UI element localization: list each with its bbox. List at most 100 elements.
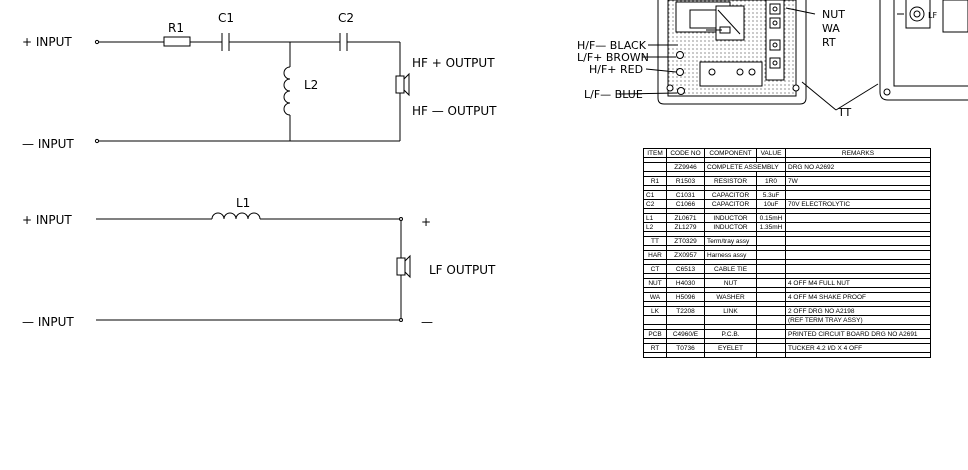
inductor-l2 xyxy=(283,66,291,116)
r1-label: R1 xyxy=(168,21,184,35)
bom-cell: CAPACITOR xyxy=(704,190,757,200)
pcb-assembly xyxy=(619,0,968,111)
bom-header-component: COMPONENT xyxy=(704,148,757,158)
bom-row: RT T0736 EYELET TUCKER 4.2 I/D X 4 OFF xyxy=(643,343,931,353)
hf-plus-input-label: + INPUT xyxy=(22,35,72,49)
bom-cell: TUCKER 4.2 I/D X 4 OFF xyxy=(785,343,931,353)
bom-cell xyxy=(756,250,786,260)
l1-label: L1 xyxy=(236,196,250,210)
bom-cell: WA xyxy=(643,292,667,302)
bom-cell: PCB xyxy=(643,329,667,339)
bom-cell: NUT xyxy=(643,278,667,288)
bom-cell xyxy=(785,236,931,246)
bom-cell: 10uF xyxy=(756,199,786,209)
bom-cell xyxy=(756,278,786,288)
hf-speaker xyxy=(395,75,405,94)
inductor-l1 xyxy=(211,212,261,220)
bom-cell xyxy=(756,264,786,274)
bom-cell: ZL0671 xyxy=(666,213,705,223)
rt-label: RT xyxy=(822,36,836,49)
bom-cell xyxy=(785,213,931,223)
bom-row: PCB C4960/E P.C.B. PRINTED CIRCUIT BOARD… xyxy=(643,329,931,339)
bom-row: CT C6513 CABLE TIE xyxy=(643,264,931,274)
bom-cell: C1031 xyxy=(666,190,705,200)
bom-cell: H5096 xyxy=(666,292,705,302)
bom-cell: NUT xyxy=(704,278,757,288)
bom-cell: (REF TERM TRAY ASSY) xyxy=(785,315,931,325)
lf-minus-label: — xyxy=(421,315,433,329)
bom-cell: RESISTOR xyxy=(704,176,757,186)
bom-row: TT ZT0329 Term/tray assy xyxy=(643,236,931,246)
bom-header-row: ITEM CODE NO COMPONENT VALUE REMARKS xyxy=(643,148,931,158)
bom-cell: R1503 xyxy=(666,176,705,186)
bom-cell: ZT0329 xyxy=(666,236,705,246)
lf-output-label: LF OUTPUT xyxy=(429,263,496,277)
bom-cell xyxy=(756,306,786,316)
bom-cell xyxy=(666,315,705,325)
bom-cell: 4 OFF M4 FULL NUT xyxy=(785,278,931,288)
l2-label: L2 xyxy=(304,78,318,92)
bom-header-item: ITEM xyxy=(643,148,667,158)
bom-cell: HAR xyxy=(643,250,667,260)
lf-brown-label: L/F+ BROWN xyxy=(577,51,649,64)
bom-cell xyxy=(785,250,931,260)
bom-cell xyxy=(756,343,786,353)
bill-of-materials-table: ITEM CODE NO COMPONENT VALUE REMARKS ZZ9… xyxy=(643,148,931,358)
bom-cell xyxy=(785,264,931,274)
bom-cell: ZZ9946 xyxy=(666,162,705,172)
bom-cell: 7W xyxy=(785,176,931,186)
bom-cell: C1 xyxy=(643,190,667,200)
bom-cell: DRG NO A2692 xyxy=(785,162,931,172)
lf-speaker xyxy=(396,257,406,276)
bom-cell xyxy=(643,162,667,172)
bom-header-code: CODE NO xyxy=(666,148,705,158)
bom-row: ZZ9946 COMPLETE ASSEMBLY DRG NO A2692 xyxy=(643,162,931,172)
bom-cell: L2 xyxy=(643,222,667,232)
bom-cell: C2 xyxy=(643,199,667,209)
bom-cell: C6513 xyxy=(666,264,705,274)
hf-plus-output-label: HF + OUTPUT xyxy=(412,56,495,70)
bom-cell: 1R0 xyxy=(756,176,786,186)
lf-blue-label: L/F— BLUE xyxy=(584,88,643,101)
resistor-r1 xyxy=(163,36,191,47)
bom-cell: 2 OFF DRG NO A2198 xyxy=(785,306,931,316)
bom-cell: 70V ELECTROLYTIC xyxy=(785,199,931,209)
bom-row: LK T2208 LINK 2 OFF DRG NO A2198 xyxy=(643,306,931,316)
bom-cell xyxy=(785,190,931,200)
bom-row: (REF TERM TRAY ASSY) xyxy=(643,315,931,325)
bom-cell: P.C.B. xyxy=(704,329,757,339)
bom-cell: Term/tray assy xyxy=(704,236,757,246)
hf-minus-output-label: HF — OUTPUT xyxy=(412,104,497,118)
c2-label: C2 xyxy=(338,11,354,25)
bom-cell: LINK xyxy=(704,306,757,316)
bom-cell: T2208 xyxy=(666,306,705,316)
bom-cell: ZL1279 xyxy=(666,222,705,232)
bom-cell: 0.15mH xyxy=(756,213,786,223)
bom-header-remarks: REMARKS xyxy=(785,148,931,158)
bom-cell: 4 OFF M4 SHAKE PROOF xyxy=(785,292,931,302)
bom-cell: R1 xyxy=(643,176,667,186)
bom-cell: T0736 xyxy=(666,343,705,353)
bom-cell: 1.35mH xyxy=(756,222,786,232)
nut-label: NUT xyxy=(822,8,845,21)
c1-label: C1 xyxy=(218,11,234,25)
hf-red-label: H/F+ RED xyxy=(589,63,643,76)
lf-circuit xyxy=(96,212,411,322)
lf-plus-input-label: + INPUT xyxy=(22,213,72,227)
wa-label: WA xyxy=(822,22,840,35)
tt-label: TT xyxy=(837,106,852,119)
bom-row: C1 C1031 CAPACITOR 5.3uF xyxy=(643,190,931,200)
hf-circuit xyxy=(94,33,410,144)
bom-row: NUT H4030 NUT 4 OFF M4 FULL NUT xyxy=(643,278,931,288)
bom-cell: TT xyxy=(643,236,667,246)
bom-cell xyxy=(704,315,757,325)
bom-cell: INDUCTOR xyxy=(704,213,757,223)
bom-cell xyxy=(756,236,786,246)
bom-cell: 5.3uF xyxy=(756,190,786,200)
bom-cell: LK xyxy=(643,306,667,316)
lf-tray-label: LF xyxy=(928,11,937,20)
bom-cell: CT xyxy=(643,264,667,274)
bom-cell: ZX0957 xyxy=(666,250,705,260)
bom-cell: PRINTED CIRCUIT BOARD DRG NO A2691 xyxy=(785,329,931,339)
